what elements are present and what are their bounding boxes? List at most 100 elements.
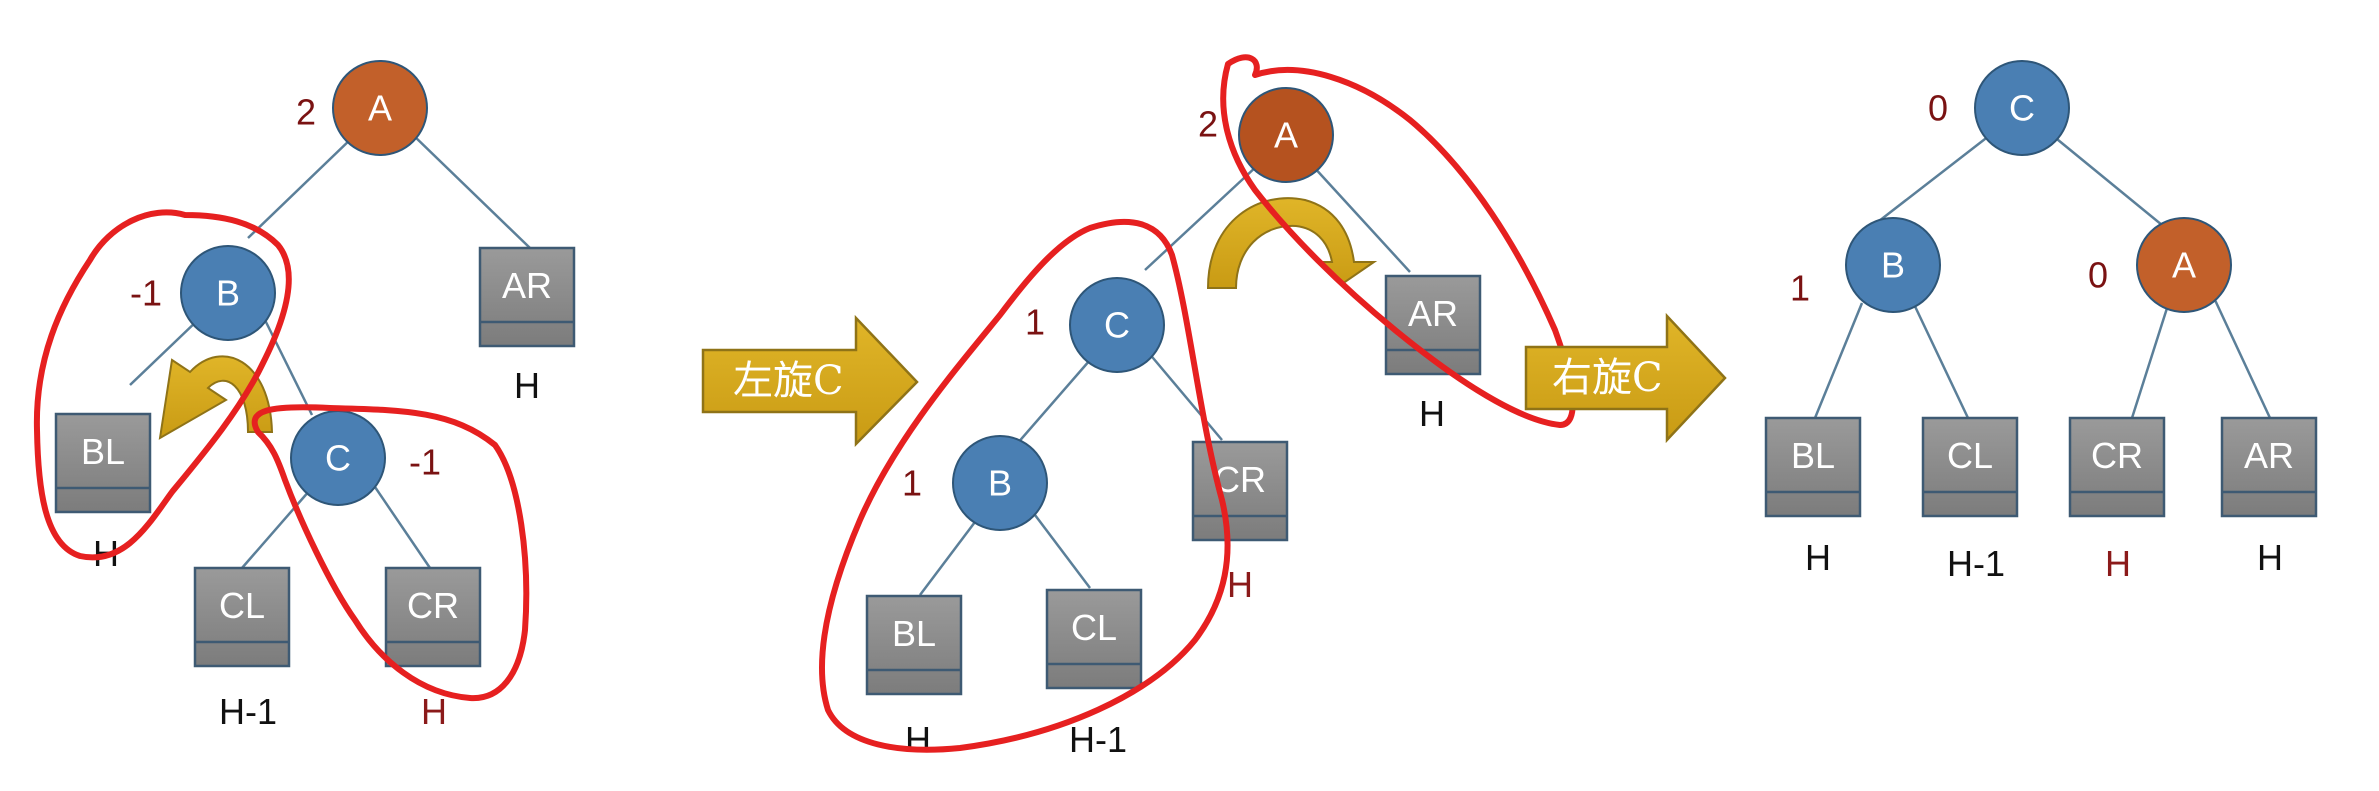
tree-edges [919, 164, 1411, 596]
edge-b-bl [1813, 302, 1864, 419]
node-label: B [988, 463, 1012, 504]
box-label: BL [892, 613, 936, 654]
edge-c-cr [373, 486, 432, 569]
annotation-circle-left-branch [33, 209, 292, 561]
arrow-body [1524, 312, 1727, 444]
arrow-body [701, 314, 919, 448]
box-label: CR [407, 585, 459, 626]
tree-node-a: A [1238, 87, 1334, 183]
subtree-box-cl: CL [1045, 588, 1143, 690]
node-label: B [216, 273, 240, 314]
edge-a-c [1144, 164, 1259, 271]
subtree-box-cr: CR [2068, 416, 2166, 518]
height-label-cr: H [421, 691, 447, 732]
tree-node-a: A [332, 60, 428, 156]
box-rect [865, 594, 963, 696]
balance-factor-c: -1 [409, 442, 441, 483]
box-label: BL [81, 431, 125, 472]
balance-factor-b: 1 [902, 463, 922, 504]
panel-after-right-rotation: C 0 B 1 A 0 BL H CL H-1 CR H [1764, 60, 2318, 584]
node-circle [332, 60, 428, 156]
height-label-cr: H [1227, 564, 1253, 605]
box-label: AR [1408, 293, 1458, 334]
box-rect [54, 412, 152, 514]
height-label-cl: H-1 [219, 691, 277, 732]
subtree-box-cl: CL [1921, 416, 2019, 518]
tree-edges [1813, 131, 2272, 419]
edge-b-cl [1910, 299, 1970, 419]
edge-a-cr [2130, 304, 2170, 419]
box-label: BL [1791, 435, 1835, 476]
height-label-bl: H [1805, 537, 1831, 578]
node-circle [1974, 60, 2070, 156]
subtree-box-bl: BL [1764, 416, 1862, 518]
box-rect [193, 566, 291, 668]
box-label: CL [1947, 435, 1993, 476]
box-rect [384, 566, 482, 668]
node-label: A [368, 88, 392, 129]
right-rotate-arrow: 右旋C [1524, 312, 1727, 444]
red-annotation-marks [33, 209, 530, 702]
edge-c-b [1015, 359, 1091, 446]
tree-node-c: C [1974, 60, 2070, 156]
edge-b-bl [919, 517, 979, 596]
curved-rotation-arrow [1206, 197, 1378, 289]
subtree-box-ar: AR [2220, 416, 2318, 518]
box-label: CL [219, 585, 265, 626]
balance-factor-a: 0 [2088, 255, 2108, 296]
edge-c-a [2051, 134, 2163, 226]
height-label-bl: H [905, 719, 931, 760]
height-label-cl: H-1 [1947, 543, 2005, 584]
height-label-cl: H-1 [1069, 719, 1127, 760]
edge-a-ar [2213, 299, 2272, 419]
edge-a-ar [410, 132, 531, 249]
node-circle [1845, 217, 1941, 313]
box-rect [1384, 274, 1482, 376]
node-circle [180, 245, 276, 341]
edge-a-ar [1311, 164, 1411, 273]
height-label-ar: H [2257, 537, 2283, 578]
subtree-box-ar: AR [1384, 274, 1482, 376]
box-rect [1764, 416, 1862, 518]
box-rect [478, 246, 576, 348]
edge-b-c [263, 319, 314, 416]
box-rect [2068, 416, 2166, 518]
height-label-cr: H [2105, 543, 2131, 584]
box-label: CR [2091, 435, 2143, 476]
tree-node-c: C [290, 410, 386, 506]
box-rect [1921, 416, 2019, 518]
height-label-ar: H [1419, 393, 1445, 434]
subtree-box-bl: BL [865, 594, 963, 696]
box-label: AR [2244, 435, 2294, 476]
edge-a-b [247, 135, 355, 239]
box-label: AR [502, 265, 552, 306]
left-rotate-arrow: 左旋C [701, 314, 919, 448]
node-label: C [2009, 88, 2035, 129]
node-circle [1238, 87, 1334, 183]
balance-factor-a: 2 [1198, 104, 1218, 145]
annotation-circle-c-subtree [251, 404, 530, 702]
tree-node-b: B [1845, 217, 1941, 313]
box-rect [2220, 416, 2318, 518]
box-rect [1191, 440, 1289, 542]
subtree-box-ar: AR [478, 246, 576, 348]
subtree-box-cr: CR [1191, 440, 1289, 542]
balance-factor-b: -1 [130, 273, 162, 314]
subtree-box-bl: BL [54, 412, 152, 514]
node-label: B [1881, 245, 1905, 286]
edge-b-cl [1034, 514, 1091, 589]
tree-node-b: B [180, 245, 276, 341]
tree-node-c: C [1069, 277, 1165, 373]
edge-b-bl [129, 317, 201, 386]
node-circle [2136, 217, 2232, 313]
edge-c-b [1869, 131, 1995, 229]
balance-factor-a: 2 [296, 92, 316, 133]
tree-node-b: B [952, 435, 1048, 531]
edge-c-cl [241, 489, 311, 569]
node-circle [952, 435, 1048, 531]
node-label: C [1104, 305, 1130, 346]
height-label-ar: H [514, 365, 540, 406]
box-label: CL [1071, 607, 1117, 648]
balance-factor-b: 1 [1790, 268, 1810, 309]
